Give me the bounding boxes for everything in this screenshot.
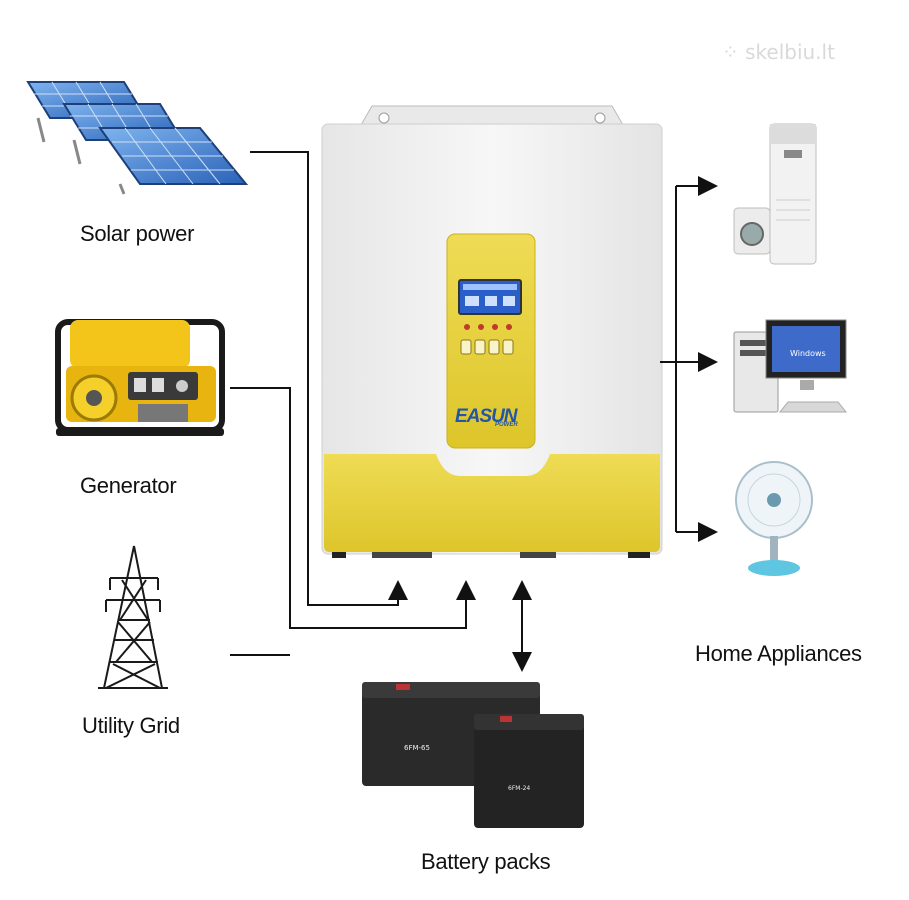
electric-fan-icon (735, 461, 813, 576)
battery-model-front: 6FM-24 (508, 785, 530, 792)
battery-packs-icon: 6FM-65 6FM-24 (362, 682, 584, 828)
air-conditioner-icon (769, 123, 817, 265)
watermark-dots-icon: ⁘ (722, 40, 746, 64)
desktop-computer-icon: Windows (733, 319, 848, 413)
watermark-text: skelbiu.lt (745, 40, 835, 64)
inverter-brand: EASUN POWER (455, 406, 530, 428)
generator-label: Generator (80, 473, 177, 498)
inverter-unit (321, 105, 663, 558)
inverter-brand-sub: POWER (495, 422, 518, 428)
pc-screen-text: Windows (790, 349, 826, 358)
generator-icon (55, 319, 225, 436)
solar-panel-icon (26, 81, 249, 195)
battery-packs-label: Battery packs (421, 849, 551, 874)
watermark: ⁘ skelbiu.lt (722, 40, 835, 64)
connection-lines (230, 151, 718, 672)
inverter-brand-main: EASUN (455, 406, 518, 427)
battery-model-back: 6FM-65 (404, 744, 430, 752)
solar-power-label: Solar power (80, 221, 195, 246)
utility-grid-label: Utility Grid (82, 713, 180, 738)
washing-machine-icon (733, 207, 771, 255)
utility-grid-tower-icon (98, 545, 168, 689)
home-appliances-label: Home Appliances (695, 641, 862, 666)
